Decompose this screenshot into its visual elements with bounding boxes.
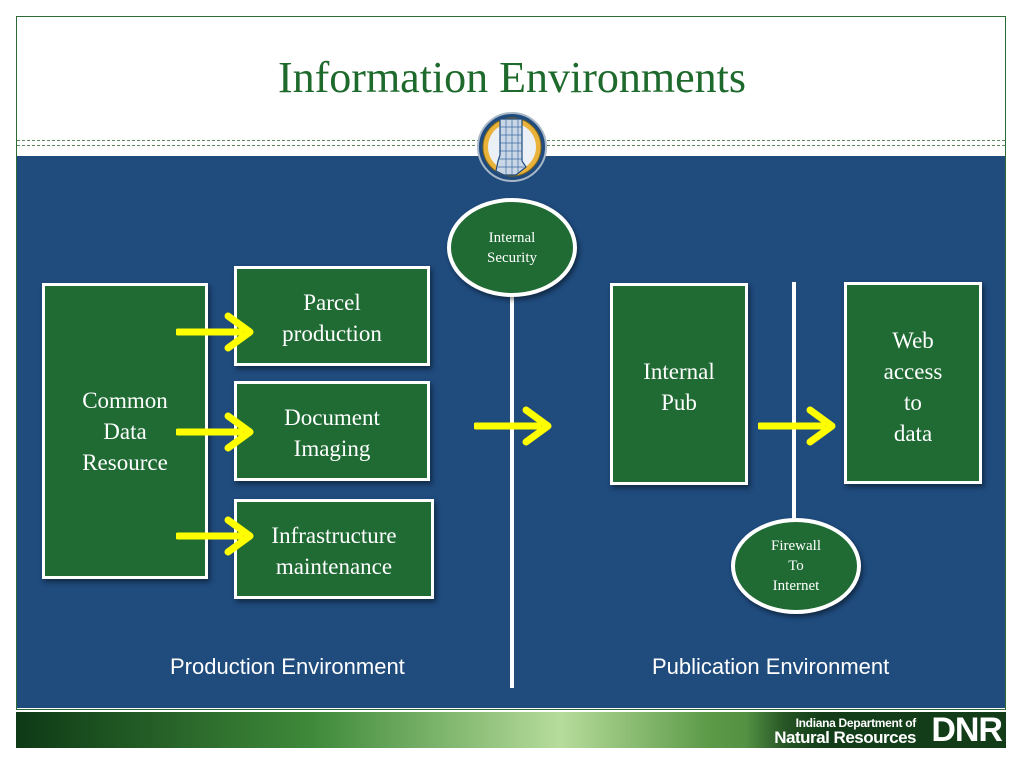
document-imaging-line-2: Imaging <box>293 436 371 461</box>
firewall-line-3: Internet <box>772 578 820 594</box>
dnr-logo: Indiana Department of Natural Resources … <box>746 712 1006 748</box>
agency-name-line-1: Indiana Department of <box>795 716 917 730</box>
web-access-box: Web access to data <box>844 282 982 484</box>
slide-title: Information Environments <box>277 53 746 102</box>
production-environment-label: Production Environment <box>170 654 405 679</box>
dnr-mark: DNR <box>931 711 1003 749</box>
arrow-to-infrastructure-icon <box>176 516 254 556</box>
arrow-to-document-icon <box>176 412 254 452</box>
indiana-map-seal-icon <box>477 112 547 182</box>
common-data-resource-line-1: Common <box>82 387 168 413</box>
internal-security-line-2: Security <box>487 249 537 266</box>
infrastructure-maintenance-box: Infrastructure maintenance <box>234 499 434 599</box>
web-access-line-3: to <box>904 390 922 415</box>
common-data-resource-line-3: Resource <box>82 449 168 475</box>
arrow-to-parcel-icon <box>176 312 254 352</box>
internal-security-line-1: Internal <box>488 229 536 246</box>
firewall-line-1: Firewall <box>771 538 821 554</box>
internal-security-circle: Internal Security <box>447 198 577 297</box>
firewall-circle: Firewall To Internet <box>731 518 861 614</box>
arrow-to-internal-pub-icon <box>474 406 552 446</box>
parcel-production-line-2: production <box>282 321 382 346</box>
publication-environment-label: Publication Environment <box>652 654 890 679</box>
web-access-line-4: data <box>893 421 933 446</box>
firewall-line-2: To <box>788 558 804 574</box>
web-access-line-1: Web <box>892 328 934 353</box>
web-access-line-2: access <box>883 359 943 384</box>
document-imaging-box: Document Imaging <box>234 381 430 481</box>
agency-name-line-2: Natural Resources <box>774 728 916 747</box>
firewall-divider-line <box>792 282 796 530</box>
internal-pub-box: Internal Pub <box>610 283 748 485</box>
infrastructure-maintenance-line-2: maintenance <box>275 554 393 579</box>
common-data-resource-line-2: Data <box>103 418 147 444</box>
infrastructure-maintenance-line-1: Infrastructure <box>271 523 397 548</box>
internal-pub-line-1: Internal <box>643 359 715 384</box>
slide-frame <box>16 16 1006 710</box>
security-divider-line <box>510 280 514 688</box>
parcel-production-line-1: Parcel <box>303 290 361 315</box>
document-imaging-line-1: Document <box>284 405 380 430</box>
internal-pub-line-2: Pub <box>661 390 697 415</box>
parcel-production-box: Parcel production <box>234 266 430 366</box>
arrow-to-web-access-icon <box>758 406 836 446</box>
